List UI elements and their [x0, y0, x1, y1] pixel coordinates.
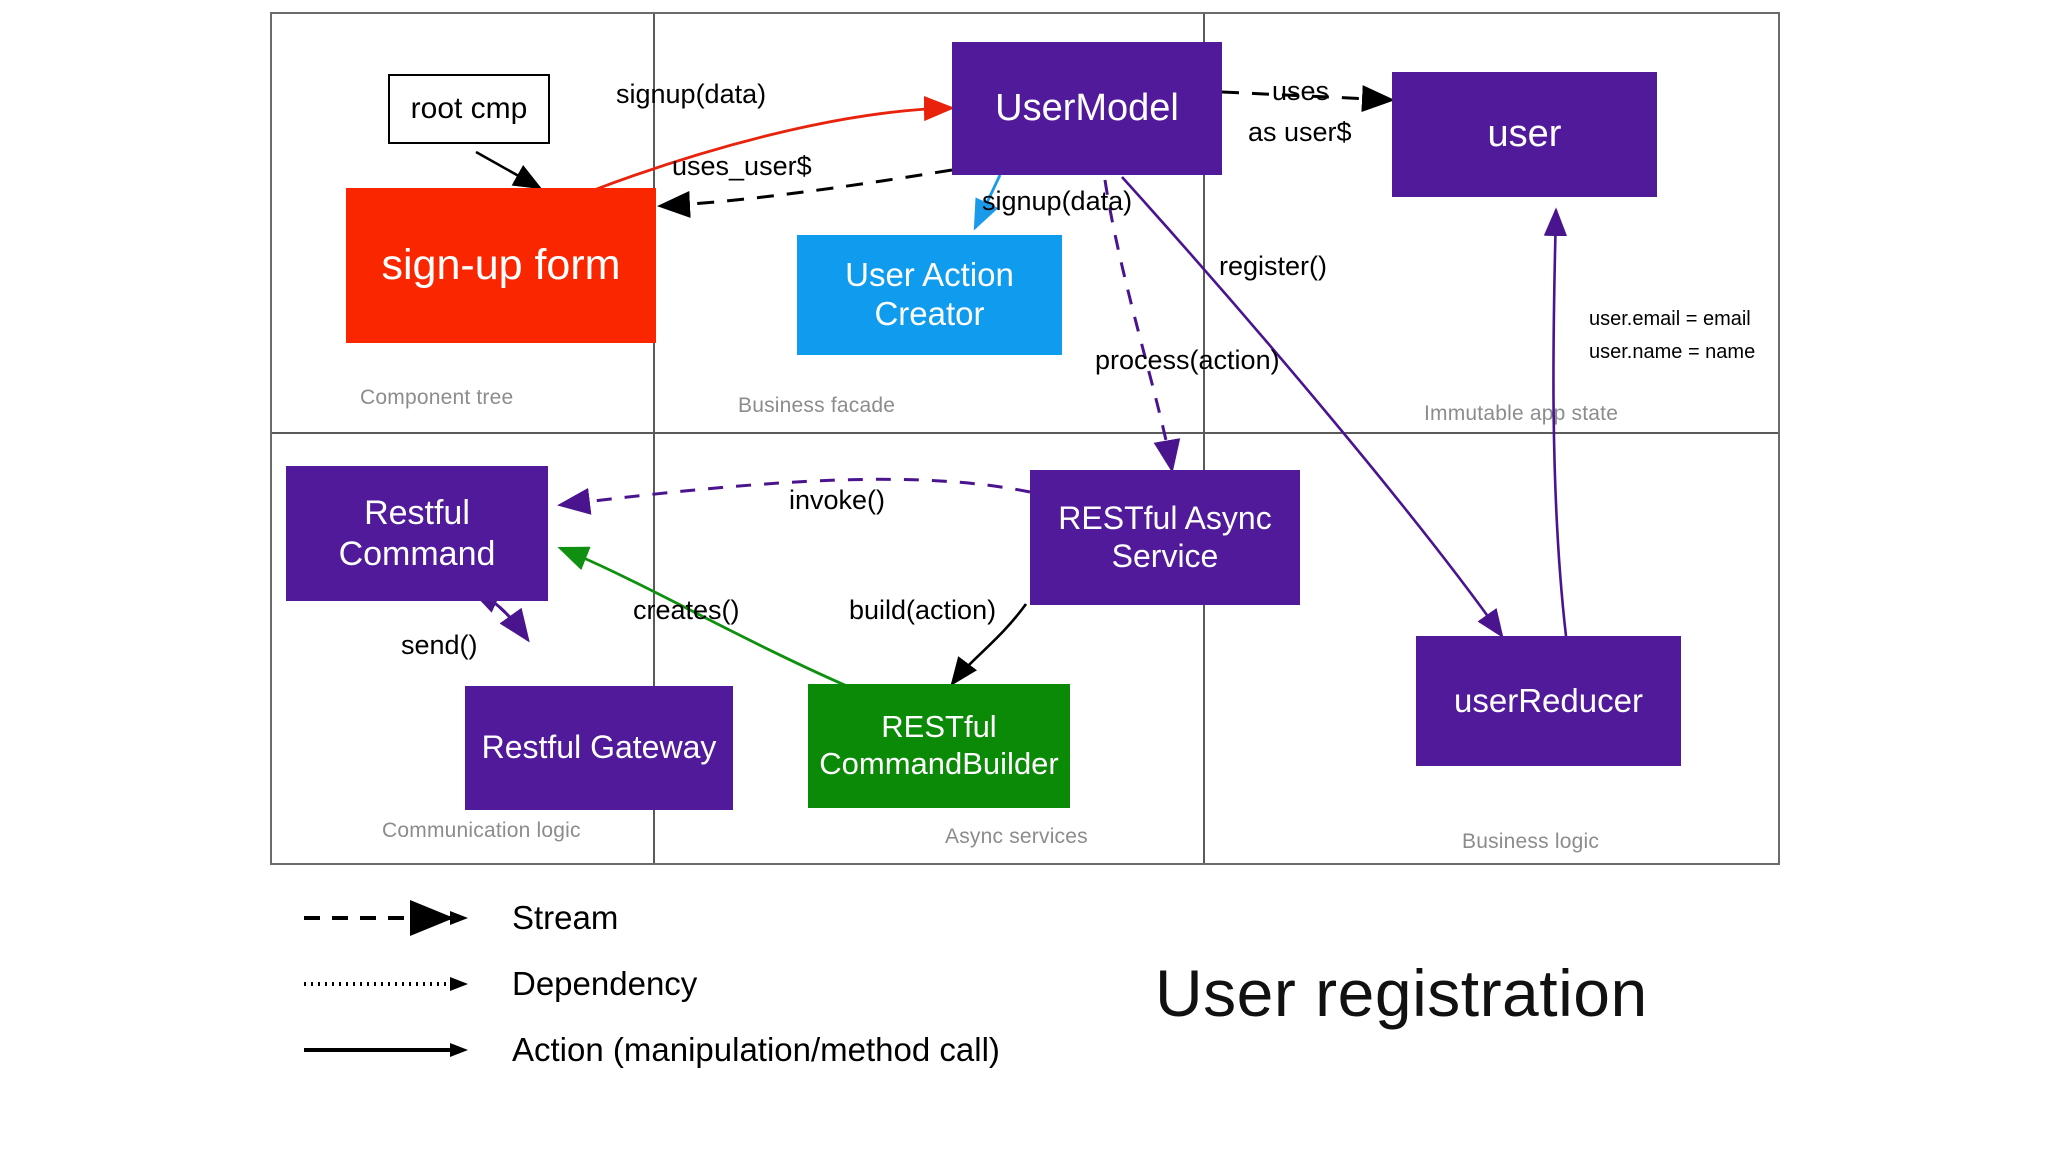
- legend-sample-stream-dashed-arrow: [304, 900, 468, 936]
- node-user[interactable]: user: [1392, 72, 1657, 197]
- node-usermodel[interactable]: UserModel: [952, 42, 1222, 175]
- node-user-action-creator[interactable]: User Action Creator: [797, 235, 1062, 355]
- node-restful-commandbuilder-label-line1: RESTful: [881, 709, 997, 745]
- legend-label-stream: Stream: [512, 899, 619, 936]
- node-usermodel-label: UserModel: [995, 87, 1179, 130]
- panel-grid: Component tree Business facade Immutable…: [270, 12, 1780, 865]
- edge-label-signup-data-blue: signup(data): [982, 186, 1133, 216]
- edge-label-state-assign-line2: user.name = name: [1589, 341, 1756, 363]
- node-restful-gateway[interactable]: Restful Gateway: [465, 686, 733, 810]
- node-restful-async-service[interactable]: RESTful Async Service: [1030, 470, 1300, 605]
- node-userreducer-label: userReducer: [1454, 681, 1643, 719]
- node-restful-async-service-label-line2: Service: [1111, 537, 1219, 574]
- edge-label-register: register(): [1219, 251, 1328, 281]
- legend: Stream Dependency Action (manipulation/m…: [300, 885, 1080, 1083]
- edge-label-process-action: process(action): [1095, 345, 1280, 375]
- node-user-label: user: [1487, 113, 1562, 156]
- node-restful-command[interactable]: Restful Command: [286, 466, 548, 601]
- edge-label-build-action: build(action): [849, 595, 997, 625]
- edge-label-send: send(): [401, 630, 478, 660]
- grid-divider-vertical-1: [653, 14, 655, 863]
- legend-sample-dependency-dotted-arrow: [304, 977, 468, 991]
- node-restful-gateway-label: Restful Gateway: [481, 729, 717, 766]
- panel-caption-immutable-app-state: Immutable app state: [1424, 402, 1619, 425]
- node-signup-form-label: sign-up form: [381, 241, 621, 290]
- legend-row-action: Action (manipulation/method call): [300, 1017, 1080, 1083]
- node-user-action-creator-label-line1: User Action: [845, 256, 1014, 294]
- legend-label-action: Action (manipulation/method call): [512, 1031, 1000, 1068]
- node-signup-form[interactable]: sign-up form: [346, 188, 656, 343]
- node-restful-commandbuilder-label-line2: CommandBuilder: [819, 746, 1059, 781]
- panel-caption-communication-logic: Communication logic: [382, 819, 581, 842]
- node-restful-command-label-line1: Restful: [364, 494, 470, 533]
- edge-label-signup-data-top: signup(data): [616, 79, 767, 109]
- node-restful-async-service-label-line1: RESTful Async: [1058, 499, 1272, 536]
- panel-caption-component-tree: Component tree: [360, 386, 514, 409]
- edge-label-invoke: invoke(): [789, 485, 886, 515]
- grid-divider-horizontal: [272, 432, 1778, 434]
- node-user-action-creator-label-line2: Creator: [874, 295, 985, 332]
- panel-caption-async-services: Async services: [945, 825, 1088, 848]
- node-root-cmp[interactable]: root cmp: [388, 74, 550, 144]
- page-title: User registration: [1155, 956, 1648, 1030]
- edge-label-creates: creates(): [633, 595, 740, 625]
- node-restful-command-label-line2: Command: [338, 534, 496, 573]
- node-restful-commandbuilder[interactable]: RESTful CommandBuilder: [808, 684, 1070, 808]
- legend-label-dependency: Dependency: [512, 965, 698, 1002]
- legend-sample-action-solid-arrow: [304, 1043, 468, 1057]
- edge-label-uses-line2: as user$: [1248, 117, 1352, 147]
- panel-caption-business-logic: Business logic: [1462, 830, 1600, 853]
- edge-label-uses-line1: uses: [1272, 76, 1330, 106]
- panel-caption-business-facade: Business facade: [738, 394, 896, 417]
- edge-label-uses-user-stream: uses_user$: [672, 151, 812, 181]
- edge-label-state-assign-line1: user.email = email: [1589, 308, 1751, 330]
- node-root-cmp-label: root cmp: [410, 92, 528, 126]
- node-userreducer[interactable]: userReducer: [1416, 636, 1681, 766]
- legend-row-dependency: Dependency: [300, 951, 1080, 1017]
- legend-row-stream: Stream: [300, 885, 1080, 951]
